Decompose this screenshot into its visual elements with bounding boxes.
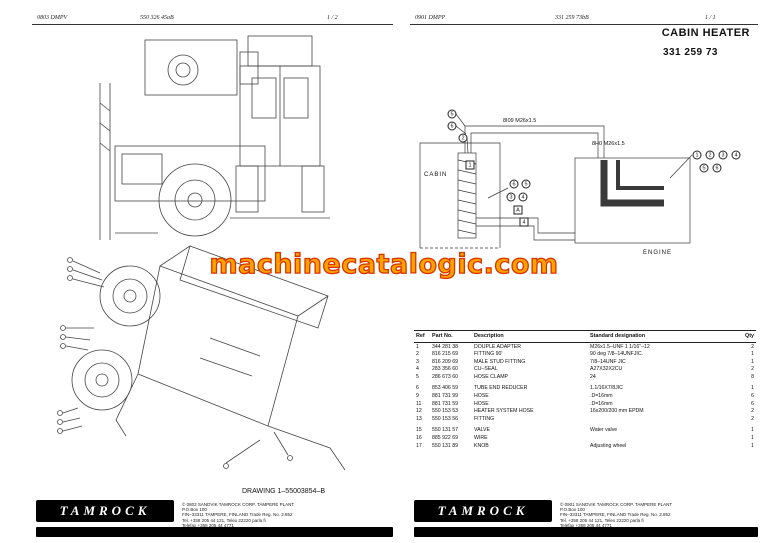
left-part-code: 550 326 45aB — [140, 15, 174, 21]
callout-circle-6: 6 — [447, 121, 457, 131]
parts-table-section: Ref Part No. Description Standard design… — [414, 330, 756, 450]
left-footer: TAMROCK © 0803 SANDVIK TAMROCK CORP. TAM… — [36, 500, 393, 528]
left-page: 0803 DMPV 550 326 45aB 1 / 2 — [30, 10, 395, 543]
callout-circle-2: 2 — [458, 133, 468, 143]
callout-circle-6: 6 — [712, 163, 722, 173]
page-title: CABIN HEATER — [661, 27, 750, 39]
pipe-label-mid: 8H0 M26x1.5 — [592, 141, 625, 147]
company-line: P.O.Box 100 — [182, 507, 207, 513]
drawing-caption: DRAWING 1–55003854–B — [242, 488, 326, 495]
company-line: Tel. +358 205 44 121, Telex 22220 parla … — [560, 517, 644, 523]
left-page-number: 1 / 2 — [327, 15, 338, 21]
callout-circle-5: 5 — [447, 109, 457, 119]
right-page-header: 0901 DMPP 331 259 73bB 1 / 1 — [410, 13, 758, 25]
col-header-qty: Qty — [736, 330, 756, 343]
callout-circle-1: 1 — [692, 150, 702, 160]
company-line: FIN–33311 TAMPERE, FINLAND Trade Reg. No… — [560, 512, 671, 518]
left-company-info: © 0803 SANDVIK TAMROCK CORP. TAMPERE PLA… — [182, 500, 294, 528]
company-line: © 0803 SANDVIK TAMROCK CORP. TAMPERE PLA… — [182, 502, 295, 507]
watermark-text: machinecatalogic.com — [209, 248, 559, 280]
right-page-number: 1 / 1 — [705, 15, 716, 21]
right-footer: TAMROCK © 0901 SANDVIK TAMROCK CORP. TAM… — [414, 500, 758, 528]
cabin-label: CABIN — [424, 172, 447, 178]
col-header-description: Description — [472, 330, 588, 343]
callout-circle-5: 5 — [521, 179, 531, 189]
right-part-code: 331 259 73bB — [555, 15, 589, 21]
col-header-ref: Ref — [414, 330, 430, 343]
assembly-part-number: 331 259 73 — [662, 47, 718, 58]
left-page-header: 0803 DMPV 550 326 45aB 1 / 2 — [32, 13, 393, 25]
callout-circle-4: 4 — [731, 150, 741, 160]
tamrock-logo: TAMROCK — [36, 500, 174, 522]
engine-label: ENGINE — [643, 250, 672, 256]
left-footer-bar — [36, 527, 393, 537]
callout-square-A: A — [513, 205, 523, 215]
callout-square-1: 1 — [465, 160, 475, 170]
col-header-standard: Standard designation — [588, 330, 736, 343]
right-footer-bar — [414, 527, 758, 537]
pipe-label-top: 8I09 M26x1.5 — [503, 118, 536, 124]
company-line: Telefax +358 205 44 4771 — [182, 522, 234, 528]
callout-square-4: 4 — [519, 217, 529, 227]
callout-circle-6: 6 — [509, 179, 519, 189]
right-doc-code: 0901 DMPP — [415, 15, 446, 21]
company-line: © 0901 SANDVIK TAMROCK CORP. TAMPERE PLA… — [560, 502, 673, 507]
company-line: Tel. +358 205 44 121, Telex 22220 parla … — [182, 517, 266, 523]
right-page: 0901 DMPP 331 259 73bB 1 / 1 CABIN HEATE… — [408, 10, 760, 543]
callout-circle-5: 5 — [699, 163, 709, 173]
parts-table: Ref Part No. Description Standard design… — [414, 330, 756, 450]
right-company-info: © 0901 SANDVIK TAMROCK CORP. TAMPERE PLA… — [560, 500, 672, 528]
company-line: Telefax +358 205 44 4771 — [560, 522, 612, 528]
col-header-partno: Part No. — [430, 330, 472, 343]
callout-circle-3: 3 — [718, 150, 728, 160]
tamrock-logo: TAMROCK — [414, 500, 552, 522]
schematic-drawing: CABIN ENGINE 8I09 M26x1.5 8H0 M26x1.5 — [419, 113, 693, 256]
machine-line-drawing — [57, 35, 346, 471]
company-line: FIN–33311 TAMPERE, FINLAND Trade Reg. No… — [182, 512, 293, 518]
company-line: P.O.Box 100 — [560, 507, 585, 513]
callout-circle-2: 2 — [705, 150, 715, 160]
table-header-row: Ref Part No. Description Standard design… — [414, 330, 756, 343]
left-doc-code: 0803 DMPV — [37, 15, 68, 21]
callout-circle-3: 3 — [506, 192, 516, 202]
callout-circle-4: 4 — [518, 192, 528, 202]
